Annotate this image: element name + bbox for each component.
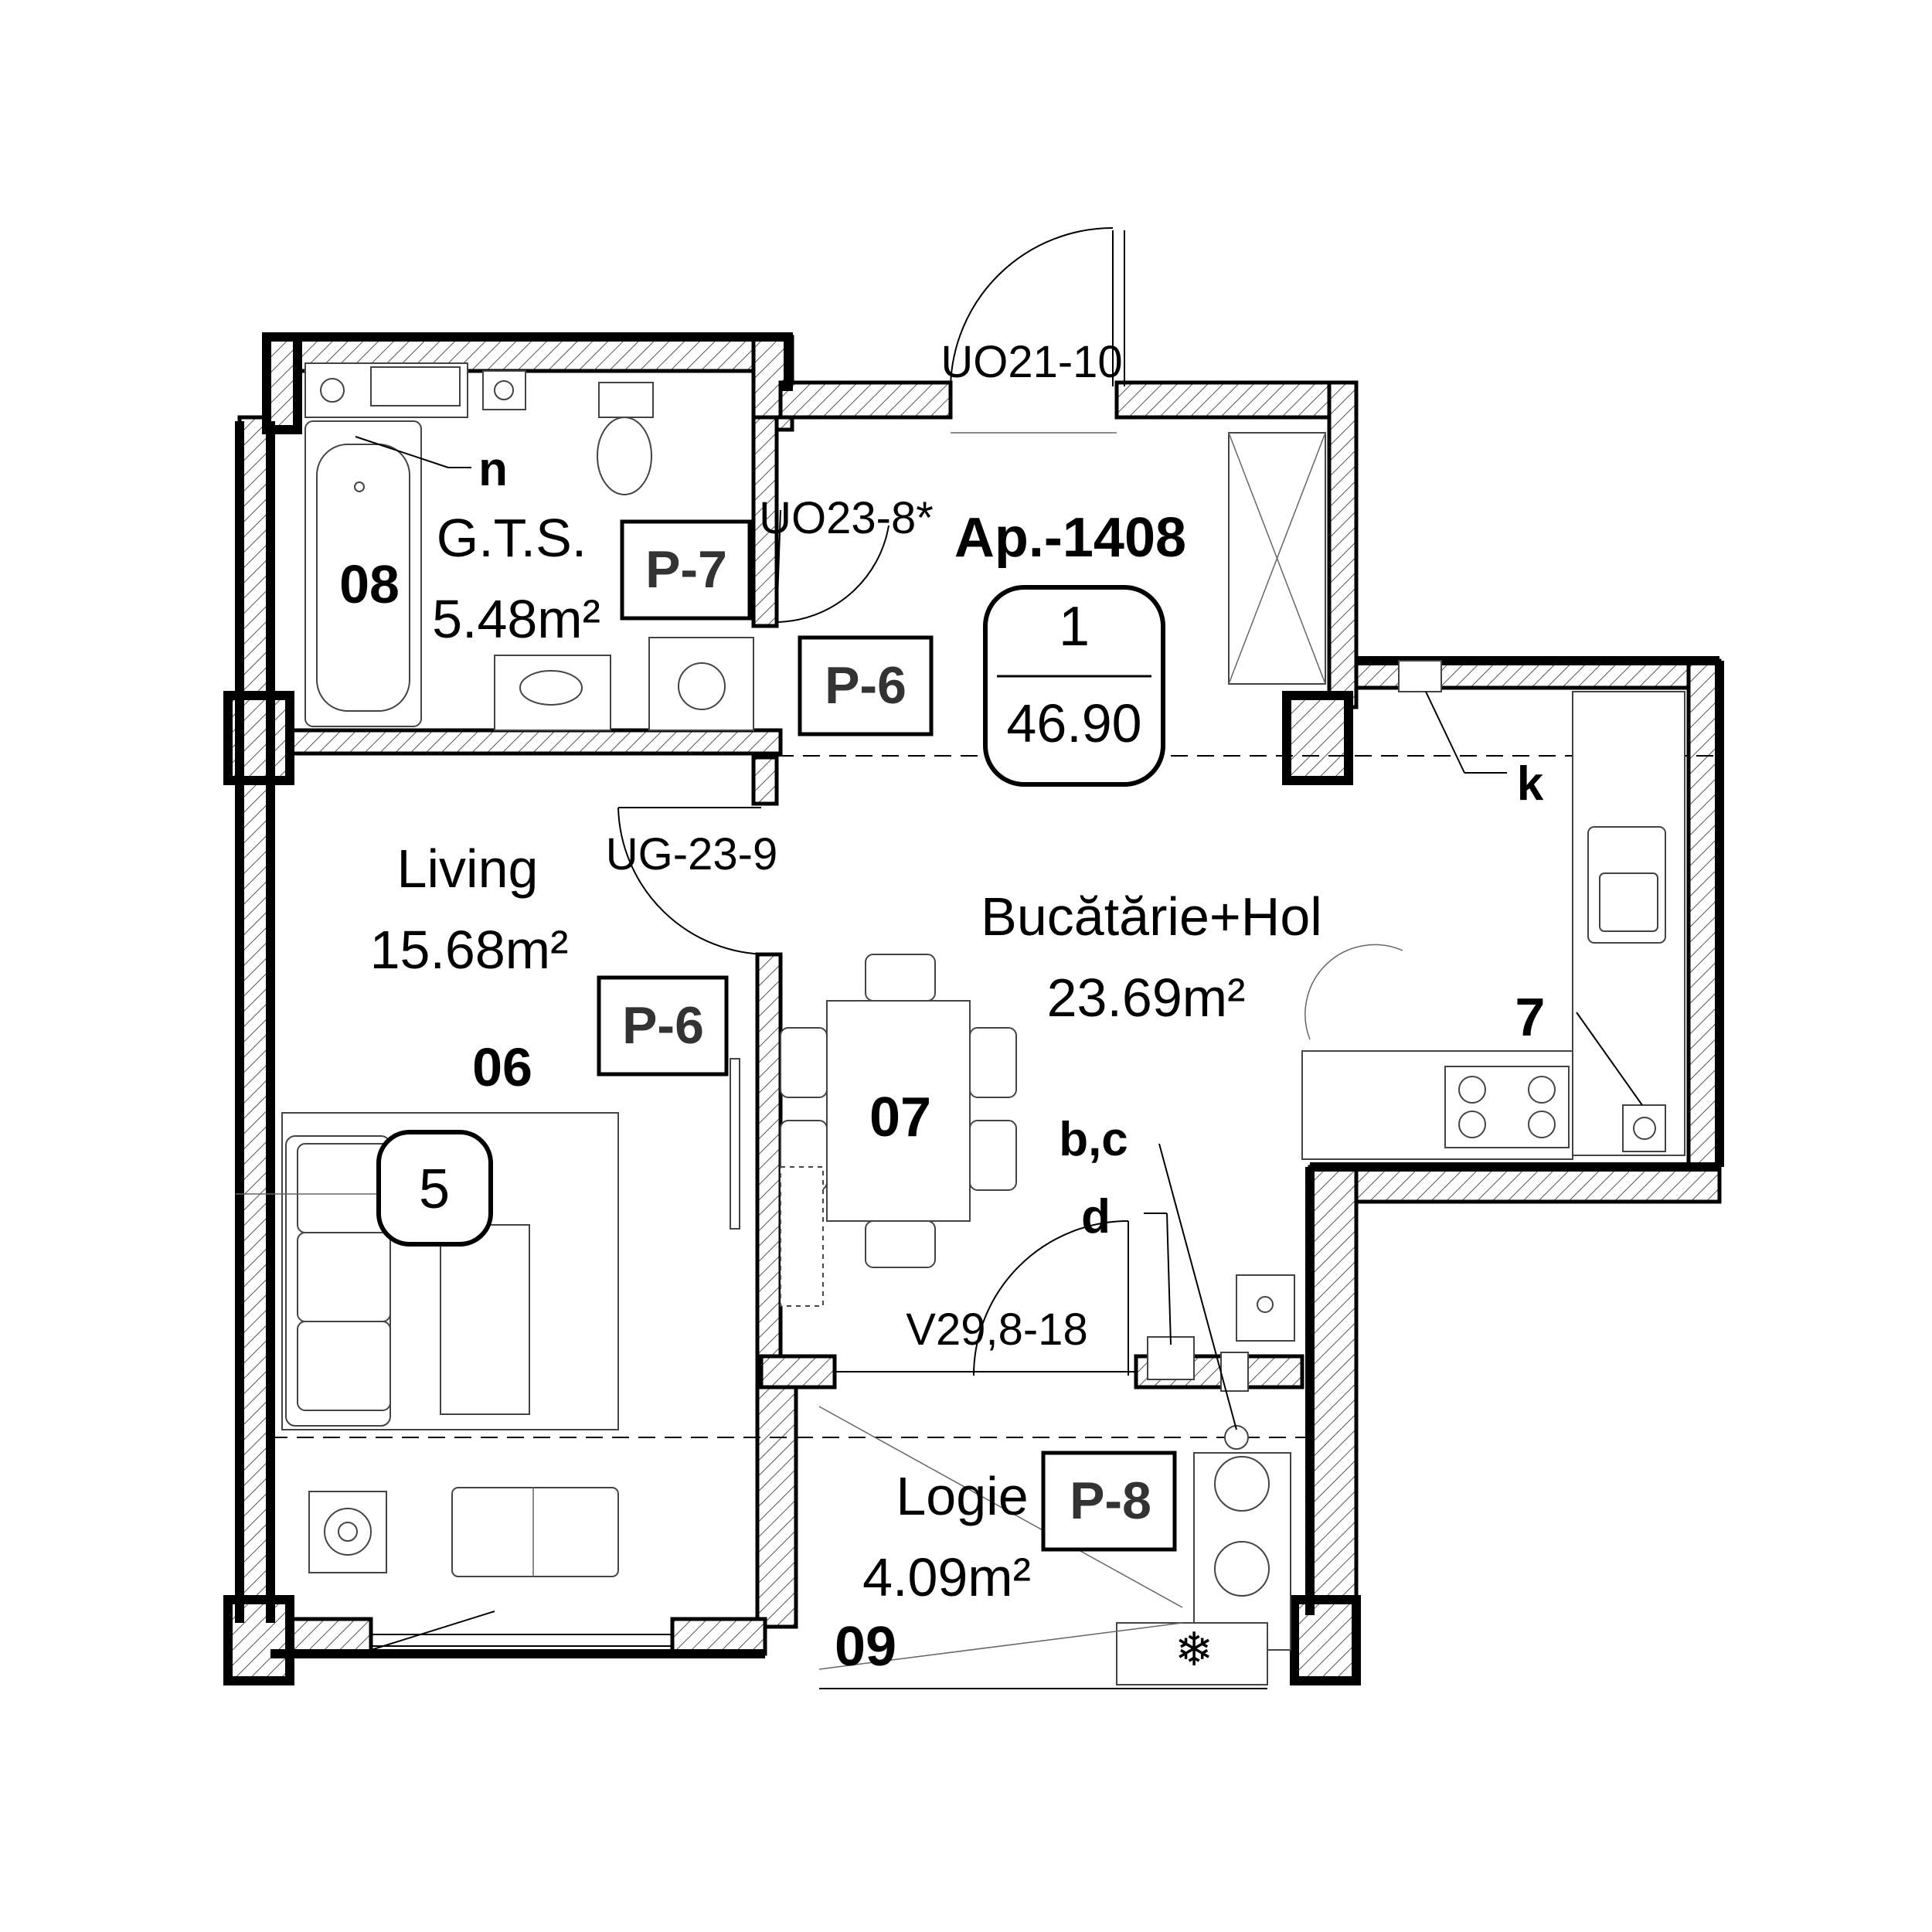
- living-window: [370, 1611, 672, 1651]
- wall-bath-living: [268, 728, 783, 756]
- beam-lines: [270, 755, 1719, 1438]
- wall-top-hall-left: [778, 380, 953, 420]
- marker-bc: b,c: [1059, 1113, 1128, 1166]
- room-id-kitchen: 07: [869, 1087, 931, 1148]
- wall-loggia-top-left: [759, 1354, 837, 1389]
- loggia-equipment: ❄: [818, 1143, 1295, 1689]
- column: [1282, 691, 1353, 785]
- finish-code-living: P-6: [622, 996, 704, 1055]
- door-label-living: UG-23-9: [606, 829, 777, 879]
- wall-living-stub: [751, 755, 779, 806]
- toilet-icon: [597, 417, 652, 495]
- closet-arc: [1304, 944, 1403, 1040]
- stove-icon: [1444, 1066, 1570, 1148]
- door-label-bathroom: UO23-8*: [759, 493, 934, 543]
- wall-hall-right: [1327, 380, 1359, 709]
- finish-code-loggia: P-8: [1070, 1471, 1151, 1530]
- radiator-icon: [780, 1166, 824, 1307]
- marker-d: d: [1081, 1190, 1111, 1243]
- room-name-loggia: Logie: [896, 1466, 1028, 1526]
- finish-code-gts: P-7: [645, 540, 727, 599]
- kitchen-fixtures: [1301, 660, 1685, 1160]
- room-area-living: 15.68m²: [370, 920, 569, 980]
- column: [262, 332, 302, 434]
- vent-k-icon: [1398, 660, 1442, 692]
- marker-5-badge: [376, 1130, 493, 1247]
- svg-text:❄: ❄: [1175, 1623, 1213, 1677]
- wall-living-right: [755, 952, 783, 1359]
- toilet-tank-icon: [598, 382, 654, 418]
- apartment-badge: [983, 585, 1165, 787]
- door-label-loggia: V29,8-18: [906, 1304, 1087, 1355]
- armchair-icon: [451, 1487, 619, 1577]
- room-name-kitchen: Bucătărie+Hol: [981, 886, 1322, 947]
- finish-tag-gts: [620, 519, 752, 621]
- dining-table: [780, 954, 1017, 1268]
- marker-k: k: [1517, 757, 1544, 811]
- finish-tags: [597, 519, 1177, 1552]
- finish-tag-loggia: [1041, 1451, 1177, 1552]
- room-name-gts: G.T.S.: [437, 508, 587, 568]
- columns: [223, 332, 1361, 1685]
- marker-5: 5: [419, 1158, 450, 1220]
- apartment-area: 46.90: [1006, 693, 1141, 753]
- column: [1290, 1595, 1361, 1685]
- door-label-entrance: UO21-10: [940, 337, 1122, 387]
- ac-unit-icon: [1116, 1622, 1268, 1685]
- wall-bottom-mid: [670, 1617, 767, 1656]
- bathroom-door: [776, 509, 889, 623]
- marker-n: n: [478, 443, 508, 496]
- room-area-loggia: 4.09m²: [862, 1547, 1031, 1607]
- living-door: [617, 807, 770, 955]
- marker-7: 7: [1515, 987, 1546, 1047]
- room-id-living: 06: [472, 1037, 532, 1097]
- apartment-rooms: 1: [1059, 596, 1090, 658]
- wall-loggia-left: [755, 1354, 798, 1629]
- finish-tag-living: [597, 975, 729, 1077]
- coffee-table-icon: [440, 1224, 530, 1415]
- finish-code-hall: P-6: [825, 656, 906, 715]
- wardrobe-icon: [1228, 432, 1326, 685]
- apartment-code: Ap.-1408: [954, 507, 1186, 569]
- living-furniture: [236, 1058, 740, 1577]
- tv-icon: [730, 1058, 740, 1230]
- entrance-door: [950, 227, 1125, 434]
- wall-kitchen-bottom: [1308, 1165, 1722, 1204]
- wall-bathroom-right: [751, 415, 779, 628]
- room-name-living: Living: [397, 838, 539, 899]
- wall-loggia-right: [1308, 1165, 1359, 1617]
- wall-top-hall-right: [1114, 380, 1359, 420]
- room-id-gts: 08: [339, 554, 400, 614]
- room-id-loggia: 09: [835, 1616, 896, 1678]
- loggia-door: [835, 1220, 1136, 1376]
- outline: [235, 332, 1724, 1658]
- bathroom-fixtures: [304, 362, 754, 731]
- room-area-gts: 5.48m²: [432, 589, 600, 649]
- room-area-kitchen: 23.69m²: [1047, 968, 1246, 1028]
- finish-tag-hall: [798, 635, 934, 736]
